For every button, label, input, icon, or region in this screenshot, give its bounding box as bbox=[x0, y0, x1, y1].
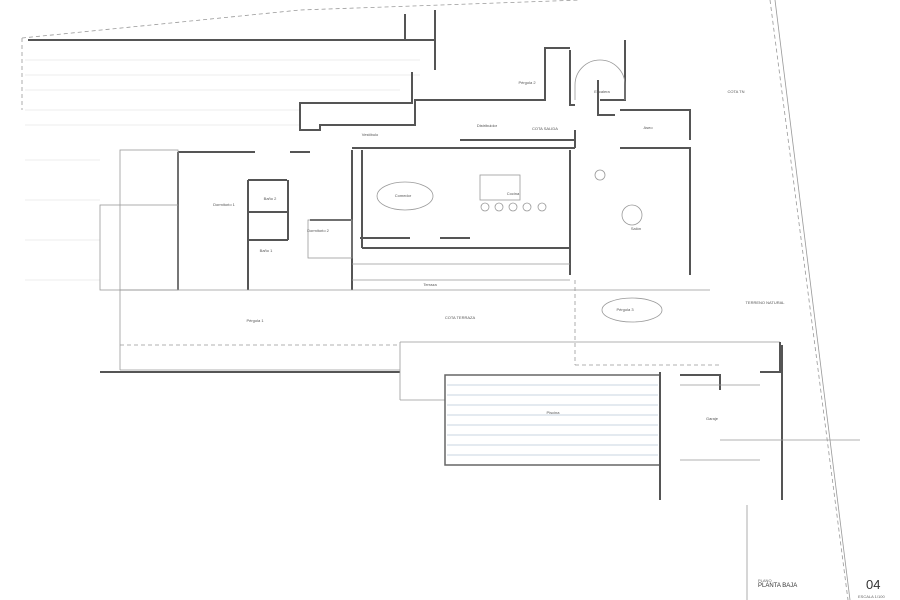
room-label-escalera: Escalera bbox=[594, 89, 610, 94]
garage-slab bbox=[680, 384, 860, 461]
site-boundary-right bbox=[769, 0, 849, 600]
room-label-dorm1: Dormitorio 1 bbox=[213, 202, 236, 207]
room-label-garaje: Garaje bbox=[706, 416, 719, 421]
terrace bbox=[100, 263, 780, 401]
level-label-cota-salida: COTA SALIDA bbox=[532, 126, 558, 131]
room-label-pergola2: Pérgola 2 bbox=[518, 80, 536, 85]
garage-walls bbox=[659, 342, 783, 500]
site-boundary-line bbox=[774, 0, 851, 600]
side-room bbox=[119, 149, 179, 291]
room-label-bano2: Baño 2 bbox=[264, 196, 277, 201]
stair-wall bbox=[597, 80, 615, 116]
room-label-bano1: Baño 1 bbox=[260, 248, 273, 253]
side-block bbox=[99, 204, 179, 291]
room-label-piscina: Piscina bbox=[547, 410, 561, 415]
bedroom-walls bbox=[247, 179, 352, 290]
room-label-aseo: Aseo bbox=[643, 125, 653, 130]
room-label-dorm2: Dormitorio 2 bbox=[307, 228, 330, 233]
room-label-vestibulo: Vestíbulo bbox=[362, 132, 379, 137]
room-label-comedor: Comedor bbox=[395, 193, 412, 198]
pool bbox=[444, 374, 661, 466]
furniture bbox=[307, 169, 663, 323]
room-label-distribuidor: Distribuidor bbox=[477, 123, 498, 128]
site-boundary bbox=[21, 0, 581, 110]
room-label-salon: Salón bbox=[631, 226, 641, 231]
room-label-cocina: Cocina bbox=[507, 191, 520, 196]
plan-caption: PLANO bbox=[758, 578, 772, 583]
plan-name: PLANTA BAJA bbox=[758, 583, 798, 589]
room-label-terraza: Terraza bbox=[423, 282, 437, 287]
level-label-cota-terraza: COTA TERRAZA bbox=[445, 315, 476, 320]
house-walls bbox=[177, 130, 691, 290]
room-label-pergola3: Pérgola 3 bbox=[616, 307, 634, 312]
north-wall bbox=[28, 10, 691, 140]
sheet-number: 04 bbox=[866, 577, 881, 592]
scale-label: ESCALA 1/100 bbox=[858, 594, 885, 599]
level-label-terreno: TERRENO NATURAL bbox=[745, 300, 785, 305]
level-label-cota-tn: COTA TN bbox=[728, 89, 745, 94]
garden-grid bbox=[25, 59, 420, 281]
room-label-pergola1: Pérgola 1 bbox=[246, 318, 264, 323]
spiral-stair bbox=[574, 59, 626, 100]
